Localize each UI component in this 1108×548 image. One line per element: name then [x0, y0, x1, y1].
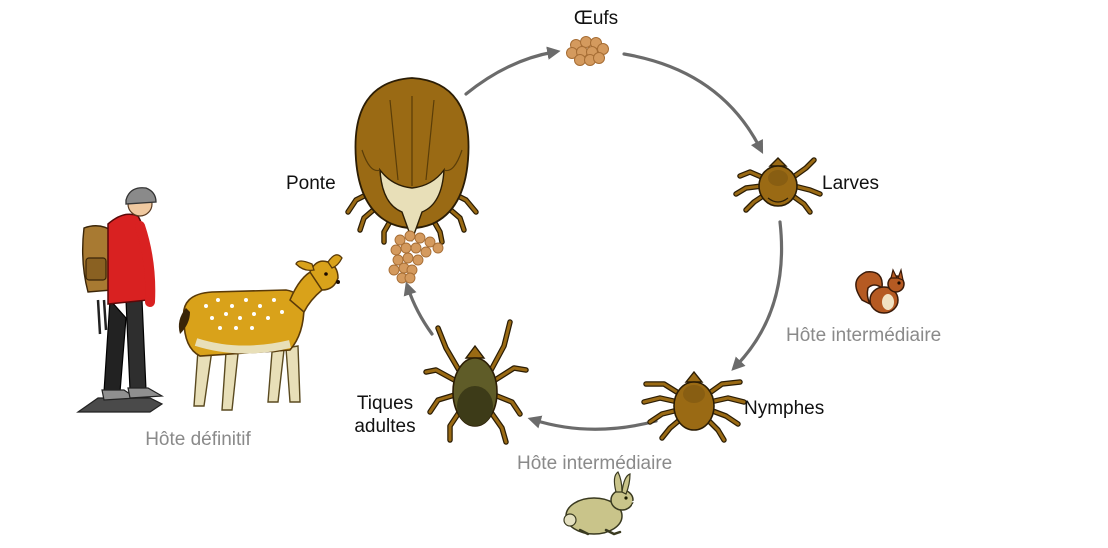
- arrow-eggs-to-larvae: [622, 52, 764, 154]
- label-adults-line1: Tiques: [357, 393, 413, 414]
- label-eggs: Œufs: [574, 8, 618, 29]
- arrow-nymphs-to-adults: [527, 415, 658, 431]
- squirrel-icon: [855, 267, 911, 314]
- eggs-cluster-icon: [566, 36, 609, 66]
- arrow-laying-to-eggs: [464, 46, 561, 96]
- larva-tick-icon: [733, 157, 823, 215]
- nymph-tick-icon: [641, 370, 747, 443]
- laid-eggs-cluster-icon: [388, 230, 444, 284]
- adult-tick-icon: [423, 319, 529, 445]
- label-laying: Ponte: [286, 173, 336, 194]
- label-larvae: Larves: [822, 173, 879, 194]
- arrow-larvae-to-nymphs: [731, 220, 784, 371]
- label-adults-line2: adultes: [354, 416, 415, 437]
- host-label-definitive: Hôte définitif: [145, 429, 251, 450]
- rabbit-icon: [563, 471, 643, 536]
- host-label-intermediate-larvae: Hôte intermédiaire: [786, 325, 941, 346]
- label-nymphs: Nymphes: [744, 398, 824, 419]
- engorged-female-tick-icon: [345, 77, 479, 245]
- hiker-icon: [76, 187, 165, 413]
- arrow-adults-to-laying: [403, 281, 434, 336]
- host-label-intermediate-nymphs: Hôte intermédiaire: [517, 453, 672, 474]
- deer-icon: [178, 254, 343, 411]
